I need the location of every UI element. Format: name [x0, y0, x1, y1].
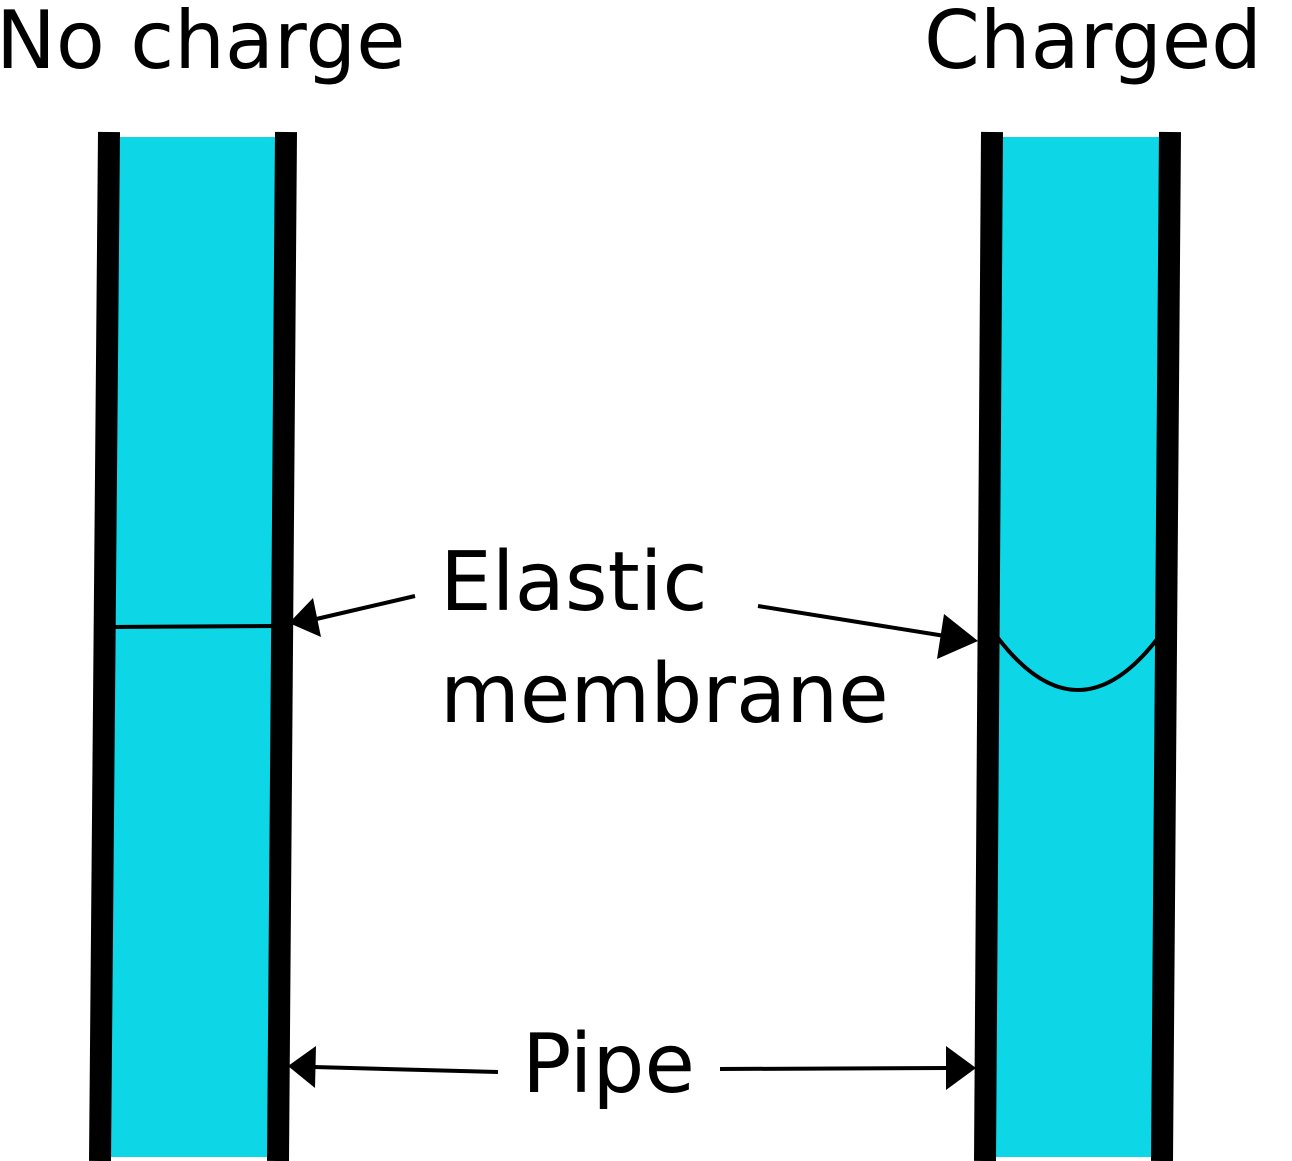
arrowhead	[946, 1046, 976, 1090]
arrowhead	[288, 1046, 316, 1088]
arrowhead	[289, 598, 321, 637]
left-pipe-wall-left	[89, 131, 120, 1161]
right-title: Charged	[924, 0, 1262, 87]
pipe-arrow-right	[719, 1046, 976, 1090]
right-pipe-wall-left	[974, 131, 1003, 1161]
membrane-label-line1: Elastic	[440, 535, 708, 630]
left-membrane-flat	[112, 624, 276, 629]
left-pipe	[89, 131, 297, 1161]
pipe-arrow-left	[288, 1046, 499, 1088]
pipe-label: Pipe	[522, 1017, 695, 1112]
right-pipe-water	[985, 137, 1168, 1157]
membrane-arrow-right	[757, 604, 978, 659]
right-pipe	[974, 131, 1181, 1161]
membrane-label-line2: membrane	[440, 647, 889, 742]
left-pipe-wall-right	[267, 131, 297, 1161]
arrowhead	[937, 614, 978, 659]
right-membrane-curved	[996, 636, 1160, 692]
membrane-arrow-left	[289, 594, 416, 637]
right-pipe-wall-right	[1151, 131, 1181, 1161]
left-pipe-water	[101, 137, 285, 1157]
left-title: No charge	[0, 0, 405, 87]
